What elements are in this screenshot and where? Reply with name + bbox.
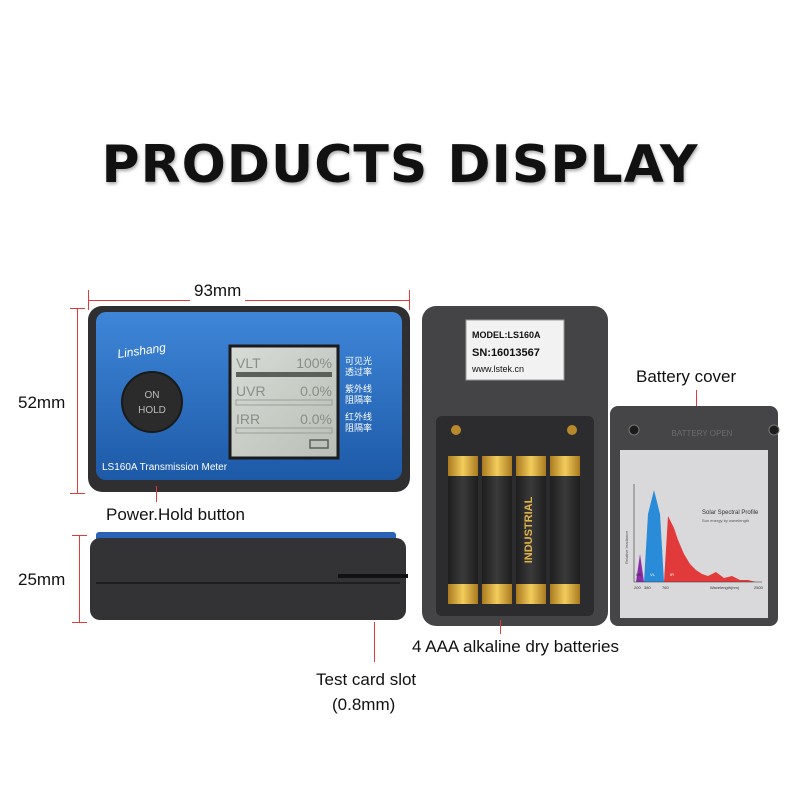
spectral-card-ylabel: Relative Irradiance [624, 530, 629, 564]
test-card-slot [338, 574, 408, 578]
lcd-cn-uvr-2: 阻隔率 [345, 394, 372, 405]
test-slot-callout-line1: Test card slot [316, 670, 417, 689]
lcd-row-irr: IRR 0.0% [235, 411, 333, 434]
device-back: MODEL:LS160A SN:16013567 www.lstek.cn IN… [422, 306, 608, 626]
height-dimension-line [77, 308, 78, 494]
thickness-dimension-tick-top [72, 535, 87, 536]
spectral-band-vl: VL [650, 572, 656, 577]
battery-level-icon [309, 439, 329, 449]
power-hold-button[interactable] [121, 371, 183, 433]
spectral-ir-band [664, 516, 756, 582]
spectral-curve [636, 490, 756, 582]
lcd-row-vlt-bar [236, 372, 332, 377]
lcd-row-uvr-bar [235, 399, 333, 406]
model-label-sticker [465, 319, 565, 381]
device-model-text: LS160A Transmission Meter [102, 462, 228, 473]
power-button-label-on: ON [145, 390, 160, 401]
batteries-callout: 4 AAA alkaline dry batteries [412, 637, 619, 656]
device-side-body [90, 538, 406, 620]
test-slot-callout-line2: (0.8mm) [332, 695, 396, 714]
spectral-card [620, 450, 768, 618]
battery-cover-callout-line [696, 390, 697, 408]
thickness-dimension-label: 25mm [18, 568, 66, 592]
width-dimension-tick-left [88, 290, 89, 310]
lcd-cn-irr-2: 阻隔率 [345, 422, 372, 433]
spectral-card-xlabel: Wavelength(nm) [710, 585, 740, 590]
battery-brand-label: INDUSTRIAL [523, 496, 535, 563]
website-label: www.lstek.cn [471, 364, 524, 374]
lcd-row-uvr: UVR 0.0% [235, 383, 333, 406]
thickness-dimension-tick-bottom [72, 622, 87, 623]
lcd-row-irr-bar [235, 427, 333, 434]
spectral-tick-200: 200 [634, 585, 641, 590]
battery-4 [550, 456, 580, 604]
lcd-row-uvr-label: UVR [236, 383, 266, 399]
spectral-card-title: Solar Spectral Profile [702, 510, 759, 516]
battery-open-label: BATTERY OPEN [672, 429, 733, 438]
spectral-tick-2500: 2500 [754, 585, 764, 590]
spectral-uv-band [636, 554, 644, 582]
device-front: Linshang ON HOLD VLT 100% UVR 0.0% IRR 0… [88, 306, 410, 492]
serial-number-label: SN:16013567 [472, 347, 540, 359]
height-dimension-tick-top [70, 308, 85, 309]
spectral-band-uv: UV [636, 572, 642, 577]
page-title: PRODUCTS DISPLAY [101, 135, 699, 195]
battery-2 [482, 456, 512, 604]
spectral-visible-band [644, 490, 664, 582]
lcd-row-vlt: VLT 100% [236, 355, 332, 377]
lcd-cn-vlt-1: 可见光 [345, 355, 372, 366]
screw-right [567, 425, 577, 435]
spectral-tick-380: 380 [644, 585, 651, 590]
device-side-view [90, 532, 408, 620]
height-dimension-label: 52mm [18, 391, 66, 415]
battery-3 [516, 456, 546, 604]
test-slot-callout-line [374, 622, 375, 662]
spectral-band-ir: IR [670, 572, 674, 577]
model-label: MODEL:LS160A [472, 330, 541, 340]
width-dimension-label: 93mm [190, 281, 246, 301]
width-dimension-line [88, 300, 410, 301]
spectral-tick-760: 760 [662, 585, 669, 590]
spectral-card-subtitle: Sun energy by wavelength [702, 518, 749, 523]
lcd-row-irr-label: IRR [236, 411, 260, 427]
power-button-callout-line [156, 486, 157, 502]
power-button-label-hold: HOLD [138, 405, 166, 416]
device-side-seam [96, 582, 400, 584]
cover-screw-hole-left [628, 424, 640, 436]
battery-cover: BATTERY OPEN Solar Spectral Profile Sun … [610, 406, 780, 626]
lcd-cn-irr-1: 红外线 [345, 411, 372, 422]
power-button-callout: Power.Hold button [106, 505, 245, 524]
screw-left [451, 425, 461, 435]
battery-cover-callout: Battery cover [636, 367, 737, 386]
brand-logo: Linshang [116, 340, 167, 361]
batteries-callout-line [500, 620, 501, 634]
lcd-cn-vlt-2: 透过率 [345, 366, 372, 377]
lcd-row-vlt-label: VLT [236, 355, 261, 371]
width-dimension-tick-right [409, 290, 410, 310]
battery-1 [448, 456, 478, 604]
lcd-row-uvr-value: 0.0% [300, 383, 332, 399]
cover-screw-hole-right [768, 424, 780, 436]
lcd-row-vlt-value: 100% [296, 355, 332, 371]
lcd-cn-uvr-1: 紫外线 [345, 383, 372, 394]
thickness-dimension-line [79, 535, 80, 623]
lcd-row-irr-value: 0.0% [300, 411, 332, 427]
height-dimension-tick-bottom [70, 493, 85, 494]
